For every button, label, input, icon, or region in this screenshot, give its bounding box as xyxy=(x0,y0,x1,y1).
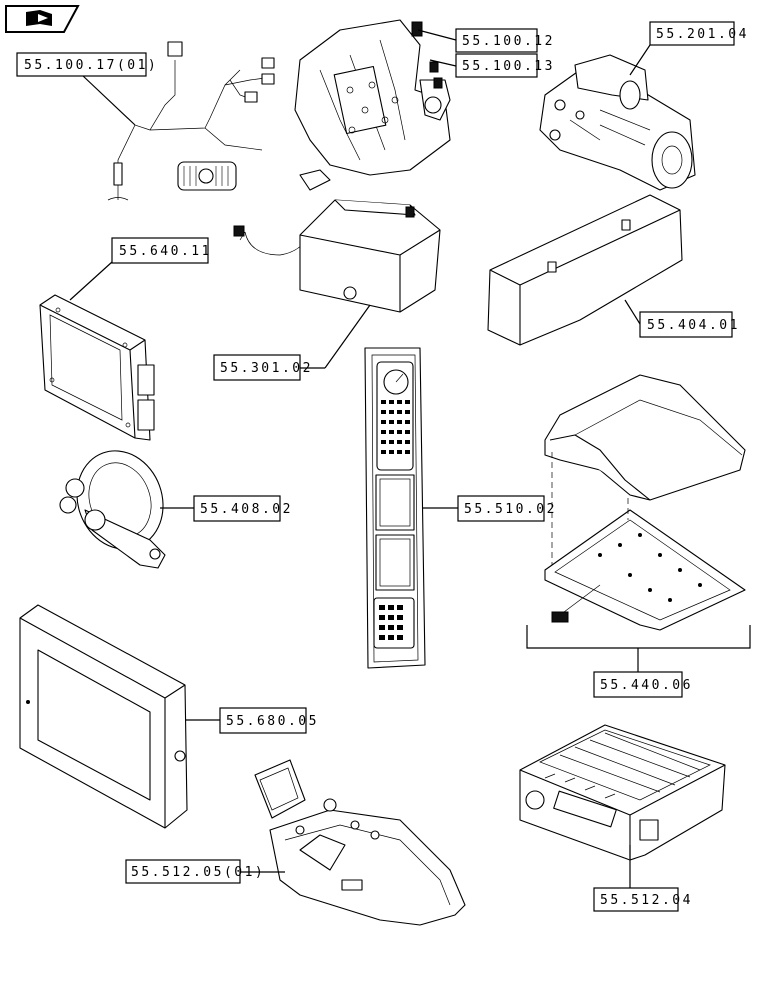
svg-text:55.100.13: 55.100.13 xyxy=(462,59,555,74)
book-arrow-icon xyxy=(26,10,52,26)
svg-text:55.301.02: 55.301.02 xyxy=(220,361,313,376)
wiring-harness-drawing xyxy=(107,41,275,201)
engine-drawing xyxy=(294,19,451,191)
svg-text:55.512.05(01): 55.512.05(01) xyxy=(131,865,265,880)
label-55-100-12[interactable]: 55.100.12 xyxy=(455,28,555,53)
label-55-680-05[interactable]: 55.680.05 xyxy=(219,707,319,734)
horn-drawing xyxy=(59,450,166,569)
armrest-module-drawing xyxy=(526,374,751,672)
svg-text:55.512.04: 55.512.04 xyxy=(600,893,693,908)
svg-text:55.408.02: 55.408.02 xyxy=(200,502,293,517)
svg-text:55.510.02: 55.510.02 xyxy=(464,502,557,517)
svg-text:55.100.17(01): 55.100.17(01) xyxy=(24,58,158,73)
nav-book-button[interactable] xyxy=(5,5,80,33)
svg-text:55.100.12: 55.100.12 xyxy=(462,34,555,49)
dashboard-drawing xyxy=(364,347,426,669)
ecu-drawing xyxy=(39,294,155,441)
joystick-console-drawing xyxy=(254,759,466,926)
label-55-201-04[interactable]: 55.201.04 xyxy=(649,21,749,46)
svg-text:55.201.04: 55.201.04 xyxy=(656,27,749,42)
label-55-301-02[interactable]: 55.301.02 xyxy=(213,354,313,381)
starter-motor-drawing xyxy=(539,54,696,191)
label-55-440-06[interactable]: 55.440.06 xyxy=(593,671,693,698)
label-55-408-02[interactable]: 55.408.02 xyxy=(193,495,293,522)
leader-lines xyxy=(69,29,651,888)
label-55-512-04[interactable]: 55.512.04 xyxy=(593,887,693,912)
cover-panel-drawing xyxy=(487,194,683,346)
monitor-drawing xyxy=(19,604,188,829)
label-55-640-11[interactable]: 55.640.11 xyxy=(111,237,212,264)
label-55-100-17-01[interactable]: 55.100.17(01) xyxy=(16,52,158,77)
svg-text:55.440.06: 55.440.06 xyxy=(600,678,693,693)
svg-text:55.404.01: 55.404.01 xyxy=(647,318,740,333)
label-55-100-13[interactable]: 55.100.13 xyxy=(455,53,555,78)
label-55-510-02[interactable]: 55.510.02 xyxy=(457,495,557,522)
svg-text:55.640.11: 55.640.11 xyxy=(119,244,212,259)
label-55-512-05-01[interactable]: 55.512.05(01) xyxy=(125,859,265,884)
radio-drawing xyxy=(519,724,726,861)
svg-text:55.680.05: 55.680.05 xyxy=(226,714,319,729)
label-55-404-01[interactable]: 55.404.01 xyxy=(639,311,740,338)
battery-box-drawing xyxy=(233,199,441,313)
